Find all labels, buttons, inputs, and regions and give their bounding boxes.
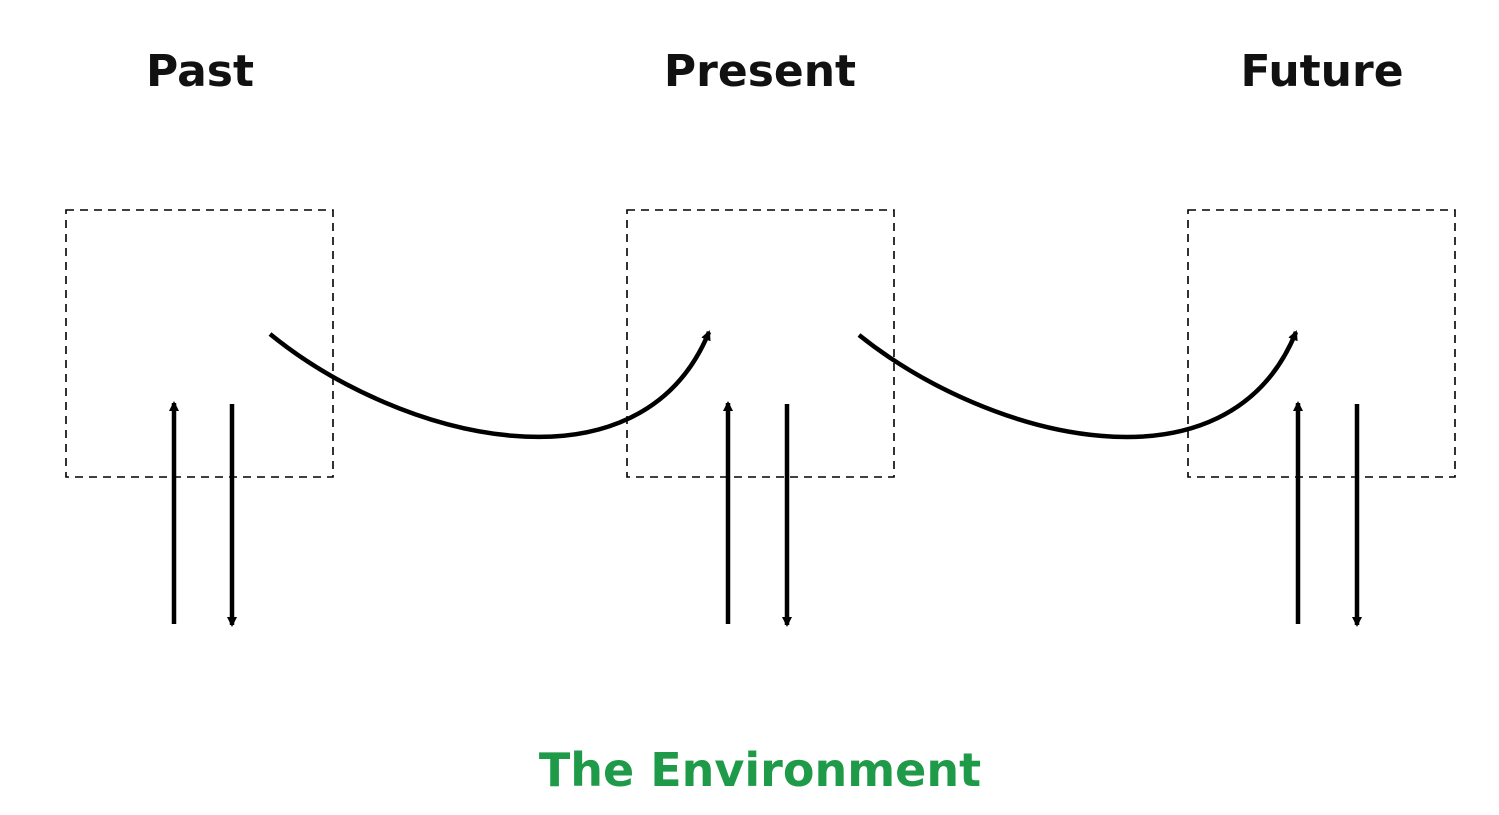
transition-arrow-present-to-future [857, 330, 1299, 440]
stage-box-future [1187, 209, 1456, 478]
transition-arrow-past-to-present [268, 330, 712, 440]
stage-box-present [626, 209, 895, 478]
stage-title-past: Past [146, 46, 254, 97]
stage-box-past [65, 209, 334, 478]
stage-title-present: Present [664, 46, 856, 97]
stage-title-future: Future [1240, 46, 1403, 97]
environment-label: The Environment [539, 743, 981, 797]
